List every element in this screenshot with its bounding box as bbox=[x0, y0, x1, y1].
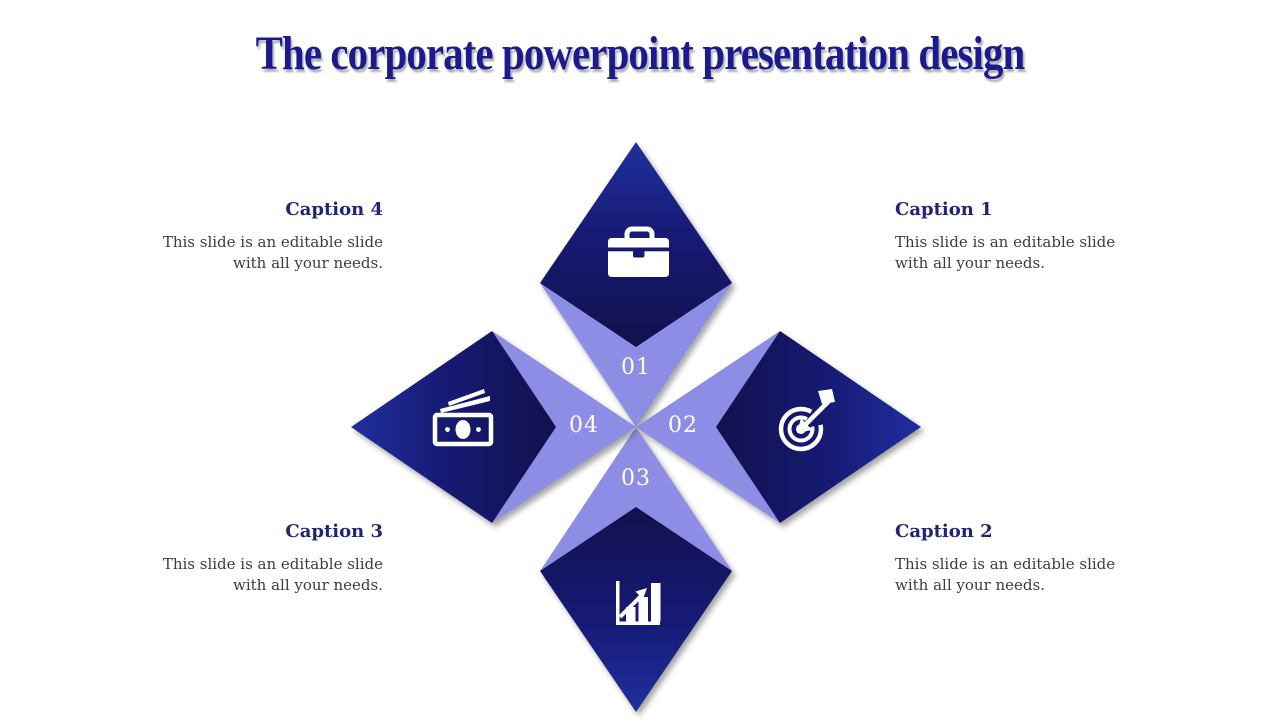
step-2-arrow-triangle bbox=[636, 331, 780, 523]
step-2-number: 02 bbox=[668, 413, 698, 438]
step-1-arrow-triangle bbox=[540, 283, 732, 427]
briefcase-icon bbox=[608, 226, 669, 277]
step-unit-3: 03 bbox=[540, 427, 732, 712]
step-3-arrow-triangle bbox=[540, 427, 732, 571]
caption-body: This slide is an editable slide with all… bbox=[162, 555, 383, 594]
caption-block-4: Caption 4 This slide is an editable slid… bbox=[130, 198, 383, 273]
caption-block-2: Caption 2 This slide is an editable slid… bbox=[895, 520, 1148, 595]
caption-title: Caption 3 bbox=[285, 521, 383, 542]
caption-body: This slide is an editable slide with all… bbox=[895, 555, 1116, 594]
caption-body: This slide is an editable slide with all… bbox=[895, 233, 1116, 272]
target-icon bbox=[778, 389, 844, 452]
step-4-arrow-triangle bbox=[492, 331, 636, 523]
caption-title: Caption 1 bbox=[895, 199, 993, 220]
money-icon bbox=[432, 389, 494, 447]
caption-body: This slide is an editable slide with all… bbox=[162, 233, 383, 272]
slide-title: The corporate powerpoint presentation de… bbox=[255, 27, 1026, 80]
caption-title: Caption 4 bbox=[285, 199, 383, 220]
step-1-number: 01 bbox=[621, 355, 651, 380]
step-unit-1: 01 bbox=[540, 142, 732, 427]
caption-title: Caption 2 bbox=[895, 521, 993, 542]
caption-block-1: Caption 1 This slide is an editable slid… bbox=[895, 198, 1148, 273]
step-unit-4: 04 bbox=[351, 331, 636, 523]
step-unit-2: 02 bbox=[636, 331, 921, 523]
caption-block-3: Caption 3 This slide is an editable slid… bbox=[130, 520, 383, 595]
bar-chart-icon bbox=[616, 581, 661, 625]
step-3-diamond bbox=[540, 507, 732, 712]
step-4-number: 04 bbox=[569, 413, 599, 438]
step-2-diamond bbox=[716, 331, 921, 523]
step-4-diamond bbox=[351, 331, 556, 523]
step-3-number: 03 bbox=[621, 466, 651, 491]
